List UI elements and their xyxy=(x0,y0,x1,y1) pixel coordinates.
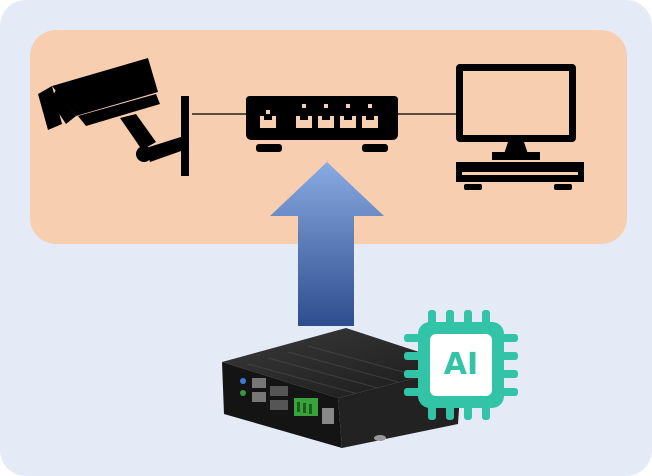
upward-data-arrow xyxy=(270,162,384,326)
cctv-camera-icon xyxy=(38,58,189,176)
ai-chip-label: AI xyxy=(443,347,479,382)
ai-edge-computer-icon xyxy=(222,328,462,448)
network-switch-icon xyxy=(246,96,398,152)
ai-chip-icon xyxy=(404,310,518,420)
monitor-nvr-icon xyxy=(456,64,584,190)
